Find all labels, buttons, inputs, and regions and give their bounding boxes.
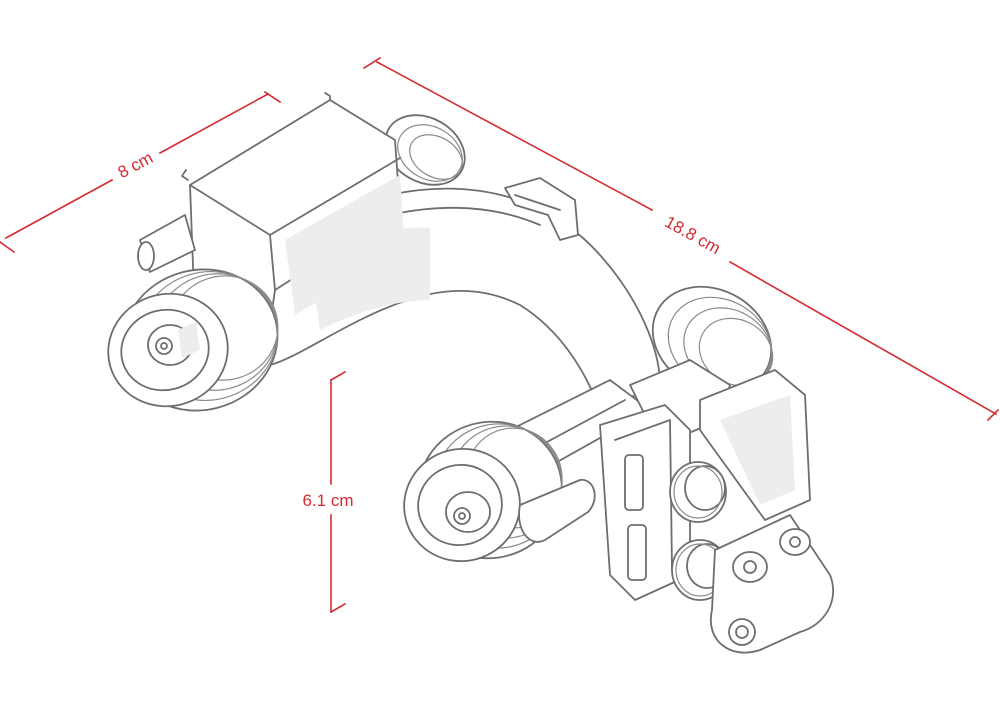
dimension-lines: [0, 56, 1000, 614]
height-dimension-label: 6.1 cm: [302, 491, 353, 510]
follow-focus-device-icon: [107, 92, 835, 654]
width-dimension-line: [0, 90, 282, 254]
front-left-wheel: [107, 268, 279, 412]
clamp-handle: [518, 479, 596, 543]
mount-bracket: [709, 514, 835, 654]
top-lever: [504, 177, 579, 241]
rod-clamp-block: [599, 359, 811, 601]
front-right-wheel: [403, 420, 563, 563]
length-dimension-line: [362, 56, 1000, 422]
length-dimension-label: 18.8 cm: [662, 212, 724, 258]
width-dimension-label: 8 cm: [115, 148, 156, 182]
back-top-wheel: [384, 114, 466, 186]
thumb-screw-upper: [669, 461, 727, 523]
height-dimension-line: [329, 370, 347, 614]
